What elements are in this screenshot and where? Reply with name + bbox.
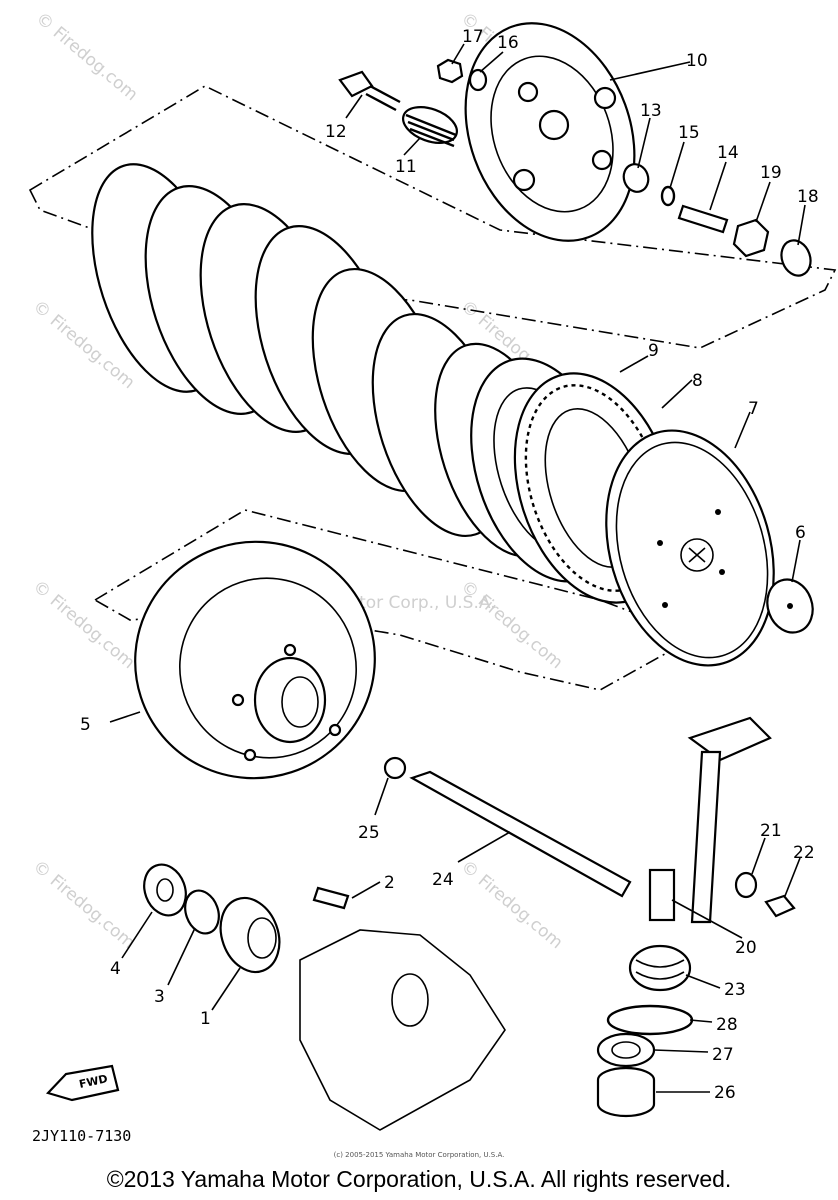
part-10-pressure-plate — [464, 22, 636, 242]
callout-18: 18 — [797, 187, 819, 207]
callout-4: 4 — [110, 959, 121, 979]
part-17-nut — [436, 58, 464, 84]
part-15-o-ring — [660, 185, 676, 207]
watermark-site-8: © Firedog.com — [457, 857, 567, 954]
part-20-lever-shaft — [648, 716, 772, 924]
callout-15: 15 — [678, 123, 700, 143]
callout-14: 14 — [717, 143, 739, 163]
callout-25: 25 — [358, 823, 380, 843]
outline-lower — [93, 509, 692, 691]
diagram-code: 2JY110-7130 — [32, 1127, 132, 1145]
part-24-push-rod — [409, 770, 632, 898]
copyright-small: (c) 2005-2015 Yamaha Motor Corporation, … — [333, 1151, 505, 1159]
callout-12: 12 — [325, 122, 347, 142]
part-25-ball — [383, 756, 407, 780]
callout-8: 8 — [692, 371, 703, 391]
part-13-plate — [622, 163, 650, 193]
callout-1: 1 — [200, 1009, 211, 1029]
callout-22: 22 — [793, 843, 815, 863]
part-5-clutch-housing — [134, 540, 376, 780]
part-19-nut — [732, 218, 770, 258]
part-4-nut — [143, 863, 187, 917]
part-22-bolt — [764, 894, 796, 918]
part-3-washer — [184, 889, 220, 935]
watermark-site-5: © Firedog.com — [29, 577, 139, 674]
callout-23: 23 — [724, 980, 746, 1000]
part-12-bolt — [338, 70, 401, 112]
part-21-washer — [734, 871, 758, 899]
callout-11: 11 — [395, 157, 417, 177]
copyright-notice: ©2013 Yamaha Motor Corporation, U.S.A. A… — [106, 1166, 732, 1192]
callout-3: 3 — [154, 987, 165, 1007]
callout-20: 20 — [735, 938, 757, 958]
part-2-key — [312, 886, 350, 910]
callout-16: 16 — [497, 33, 519, 53]
watermark-site-6: © Firedog.com — [457, 577, 567, 674]
part-26-bushing — [596, 1066, 656, 1118]
callout-6: 6 — [795, 523, 806, 543]
part-23-spring — [628, 944, 692, 992]
leader-lines — [109, 43, 806, 1093]
part-14-push-rod — [677, 204, 729, 234]
callout-9: 9 — [648, 341, 659, 361]
part-7-pressure-disc — [605, 429, 775, 667]
part-28-circlip — [606, 1004, 694, 1036]
part-6-lock-washer — [766, 578, 814, 634]
callout-2: 2 — [384, 873, 395, 893]
callout-19: 19 — [760, 163, 782, 183]
fwd-arrow-icon: FWD — [45, 1064, 120, 1102]
callout-10: 10 — [686, 51, 708, 71]
callout-labels: 17 16 10 12 11 13 15 14 19 18 9 8 7 6 5 … — [80, 27, 819, 1103]
part-1-primary-gear — [219, 896, 281, 974]
callout-5: 5 — [80, 715, 91, 735]
callout-26: 26 — [714, 1083, 736, 1103]
part-27-seal — [596, 1032, 656, 1068]
part-16-washer — [468, 68, 488, 92]
callout-7: 7 — [748, 399, 759, 419]
callout-27: 27 — [712, 1045, 734, 1065]
callout-17: 17 — [462, 27, 484, 47]
watermark-site-1: © Firedog.com — [32, 9, 142, 106]
callout-28: 28 — [716, 1015, 738, 1035]
callout-13: 13 — [640, 101, 662, 121]
callout-24: 24 — [432, 870, 454, 890]
fwd-label: FWD — [78, 1072, 109, 1091]
part-18-lock-washer — [780, 239, 812, 277]
callout-21: 21 — [760, 821, 782, 841]
crankshaft-outline — [299, 929, 506, 1131]
part-11-spring — [402, 106, 458, 148]
watermark-site-7: © Firedog.com — [29, 857, 139, 954]
